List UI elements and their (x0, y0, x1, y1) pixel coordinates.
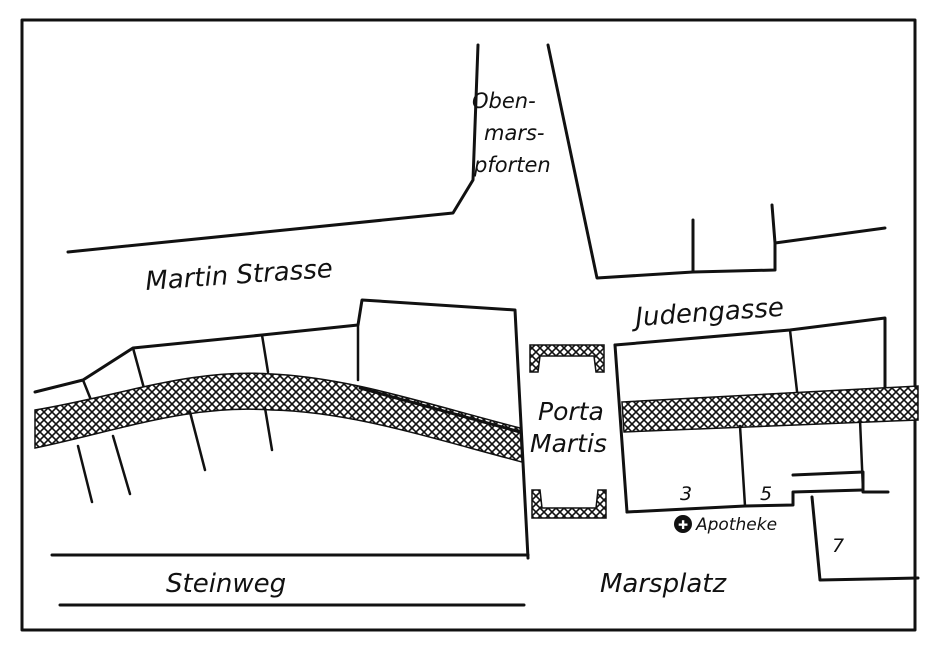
street-label-obenmarspforten-2: mars- (484, 121, 544, 145)
plot-divider (263, 406, 274, 452)
wall-inner-edge (358, 386, 522, 434)
plot-outline-east (613, 316, 887, 394)
apotheke-marker-icon (674, 515, 692, 533)
house-number-3: 3 (680, 483, 692, 505)
plot-outline-7 (791, 470, 865, 492)
plot-divider (76, 444, 94, 504)
plot-divider (738, 424, 747, 508)
street-label-obenmarspforten-3: pforten (473, 153, 551, 177)
gate-tower-north (529, 344, 605, 373)
house-number-7: 7 (832, 535, 844, 557)
street-label-judengasse: Judengasse (629, 293, 784, 334)
street-line-martin-north (66, 43, 480, 254)
house-number-5: 5 (760, 483, 772, 505)
street-line-judengasse-north (546, 43, 887, 280)
plot-divider (131, 346, 147, 394)
apotheke-label: Apotheke (695, 515, 777, 535)
plot-divider (788, 328, 800, 402)
street-label-obenmarspforten-1: Oben- (472, 89, 536, 113)
gate-label-porta: Porta (538, 397, 604, 426)
city-wall-east (621, 385, 919, 433)
plot-outline-7-box (810, 495, 920, 582)
apotheke-symbol: ✚ (678, 518, 688, 532)
street-label-martin-strasse: Martin Strasse (144, 254, 333, 297)
street-label-marsplatz: Marsplatz (600, 569, 727, 599)
plot-outline-west (33, 298, 530, 560)
plot-row-south-east (625, 488, 865, 514)
plot-divider (770, 203, 777, 245)
gate-tower-south (531, 489, 607, 519)
plot-divider (111, 434, 132, 496)
plot-divider (188, 410, 207, 472)
gate-label-martis: Martis (530, 429, 607, 458)
plot-divider (260, 333, 270, 374)
city-wall-west (34, 372, 523, 463)
plot-outline-east-west-edge (613, 343, 629, 514)
map-frame (20, 18, 917, 632)
street-label-steinweg: Steinweg (166, 569, 286, 599)
